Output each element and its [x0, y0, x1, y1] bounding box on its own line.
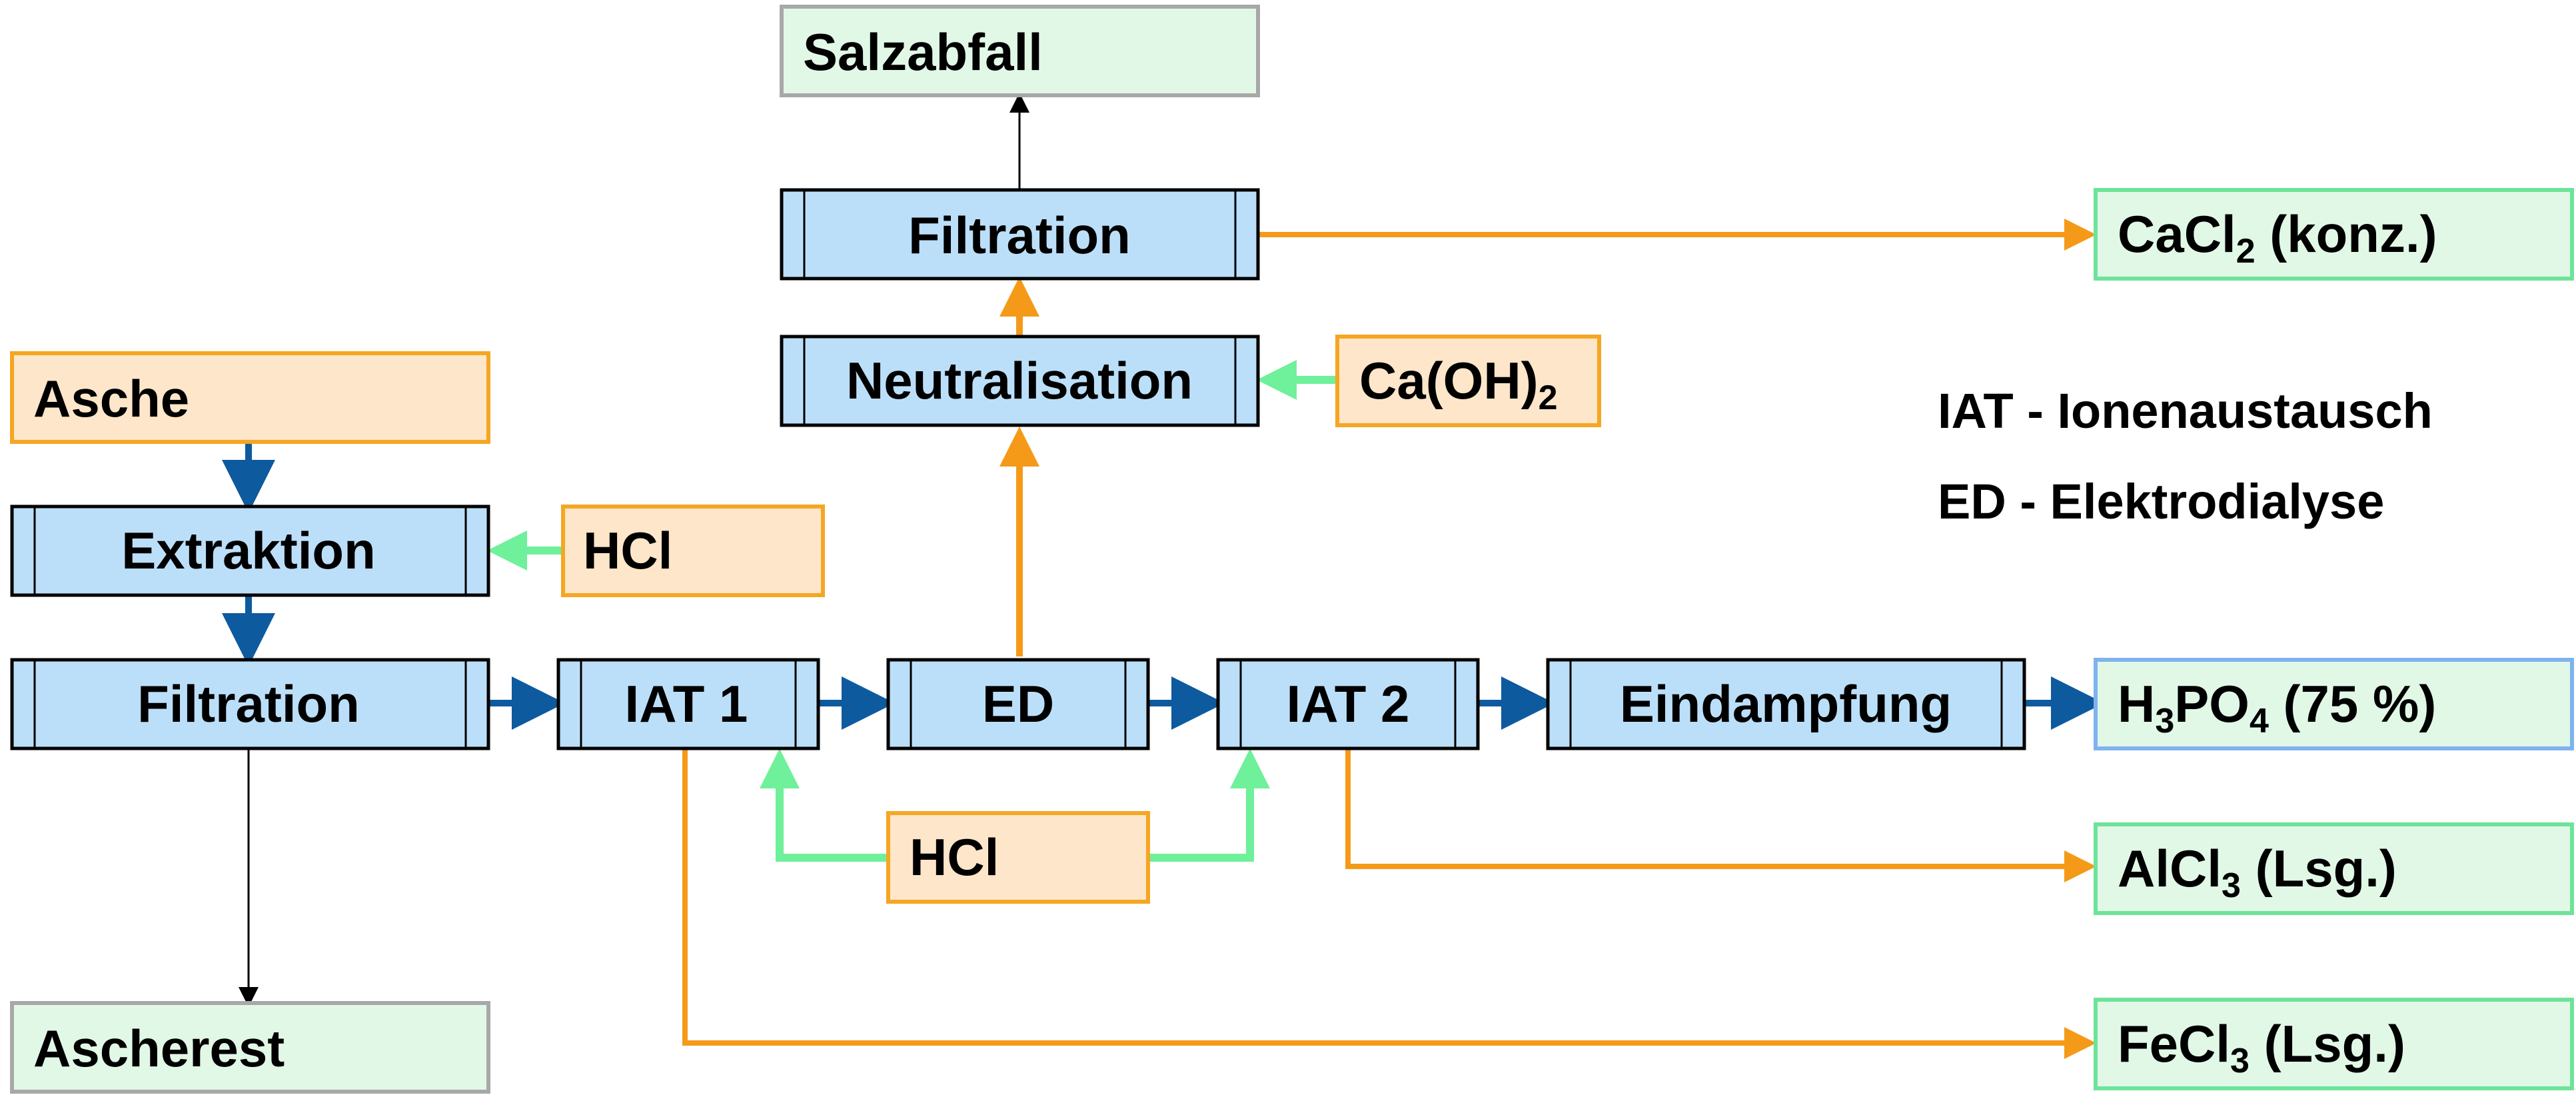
output-box-alcl3: AlCl3 (Lsg.)	[2094, 822, 2574, 915]
arrow-iat2-to-alcl3	[1345, 750, 2096, 882]
output-box-h3po4: H3PO4 (75 %)	[2094, 658, 2574, 750]
iat2-label: IAT 2	[1287, 674, 1410, 733]
process-box-filtration-main: Filtration	[10, 658, 490, 750]
caoh2-label: Ca(OH)2	[1359, 351, 1558, 417]
extraktion-label: Extraktion	[121, 521, 375, 580]
arrow-iat1-to-fecl3	[682, 750, 2096, 1059]
input-box-hcl-top: HCl	[561, 505, 825, 597]
legend-ed: ED - Elektrodialyse	[1938, 474, 2384, 529]
hcl-bottom-label: HCl	[910, 828, 999, 886]
process-box-iat1: IAT 1	[556, 658, 820, 750]
process-box-neutralisation: Neutralisation	[780, 335, 1260, 427]
output-box-ascherest: Ascherest	[10, 1001, 490, 1094]
filtration-top-label: Filtration	[908, 206, 1131, 265]
asche-label: Asche	[33, 369, 189, 428]
eindampfung-label: Eindampfung	[1620, 674, 1952, 733]
salzabfall-label: Salzabfall	[803, 23, 1043, 81]
input-box-hcl-bottom: HCl	[886, 811, 1150, 904]
process-box-eindampfung: Eindampfung	[1546, 658, 2026, 750]
hcl-top-label: HCl	[583, 521, 672, 580]
ed-label: ED	[982, 674, 1054, 733]
output-box-salzabfall: Salzabfall	[780, 5, 1260, 97]
fecl3-label: FeCl3 (Lsg.)	[2118, 1014, 2405, 1080]
legend-iat: IAT - Ionenaustausch	[1938, 383, 2433, 439]
ascherest-label: Ascherest	[33, 1019, 285, 1078]
input-box-caoh2: Ca(OH)2	[1335, 335, 1601, 427]
process-box-ed: ED	[886, 658, 1150, 750]
h3po4-label: H3PO4 (75 %)	[2118, 674, 2436, 740]
process-box-extraktion: Extraktion	[10, 505, 490, 597]
process-box-iat2: IAT 2	[1216, 658, 1480, 750]
arrow-hcl-to-iat2	[1149, 748, 1270, 862]
alcl3-label: AlCl3 (Lsg.)	[2118, 839, 2397, 905]
iat1-label: IAT 1	[625, 674, 748, 733]
arrow-hcl-to-iat1	[760, 748, 886, 862]
input-box-asche: Asche	[10, 351, 490, 444]
output-box-fecl3: FeCl3 (Lsg.)	[2094, 998, 2574, 1090]
output-box-cacl2: CaCl2 (konz.)	[2094, 188, 2574, 281]
neutralisation-label: Neutralisation	[846, 351, 1193, 410]
filtration-main-label: Filtration	[137, 674, 360, 733]
cacl2-label: CaCl2 (konz.)	[2118, 205, 2437, 271]
process-box-filtration-top: Filtration	[780, 188, 1260, 281]
